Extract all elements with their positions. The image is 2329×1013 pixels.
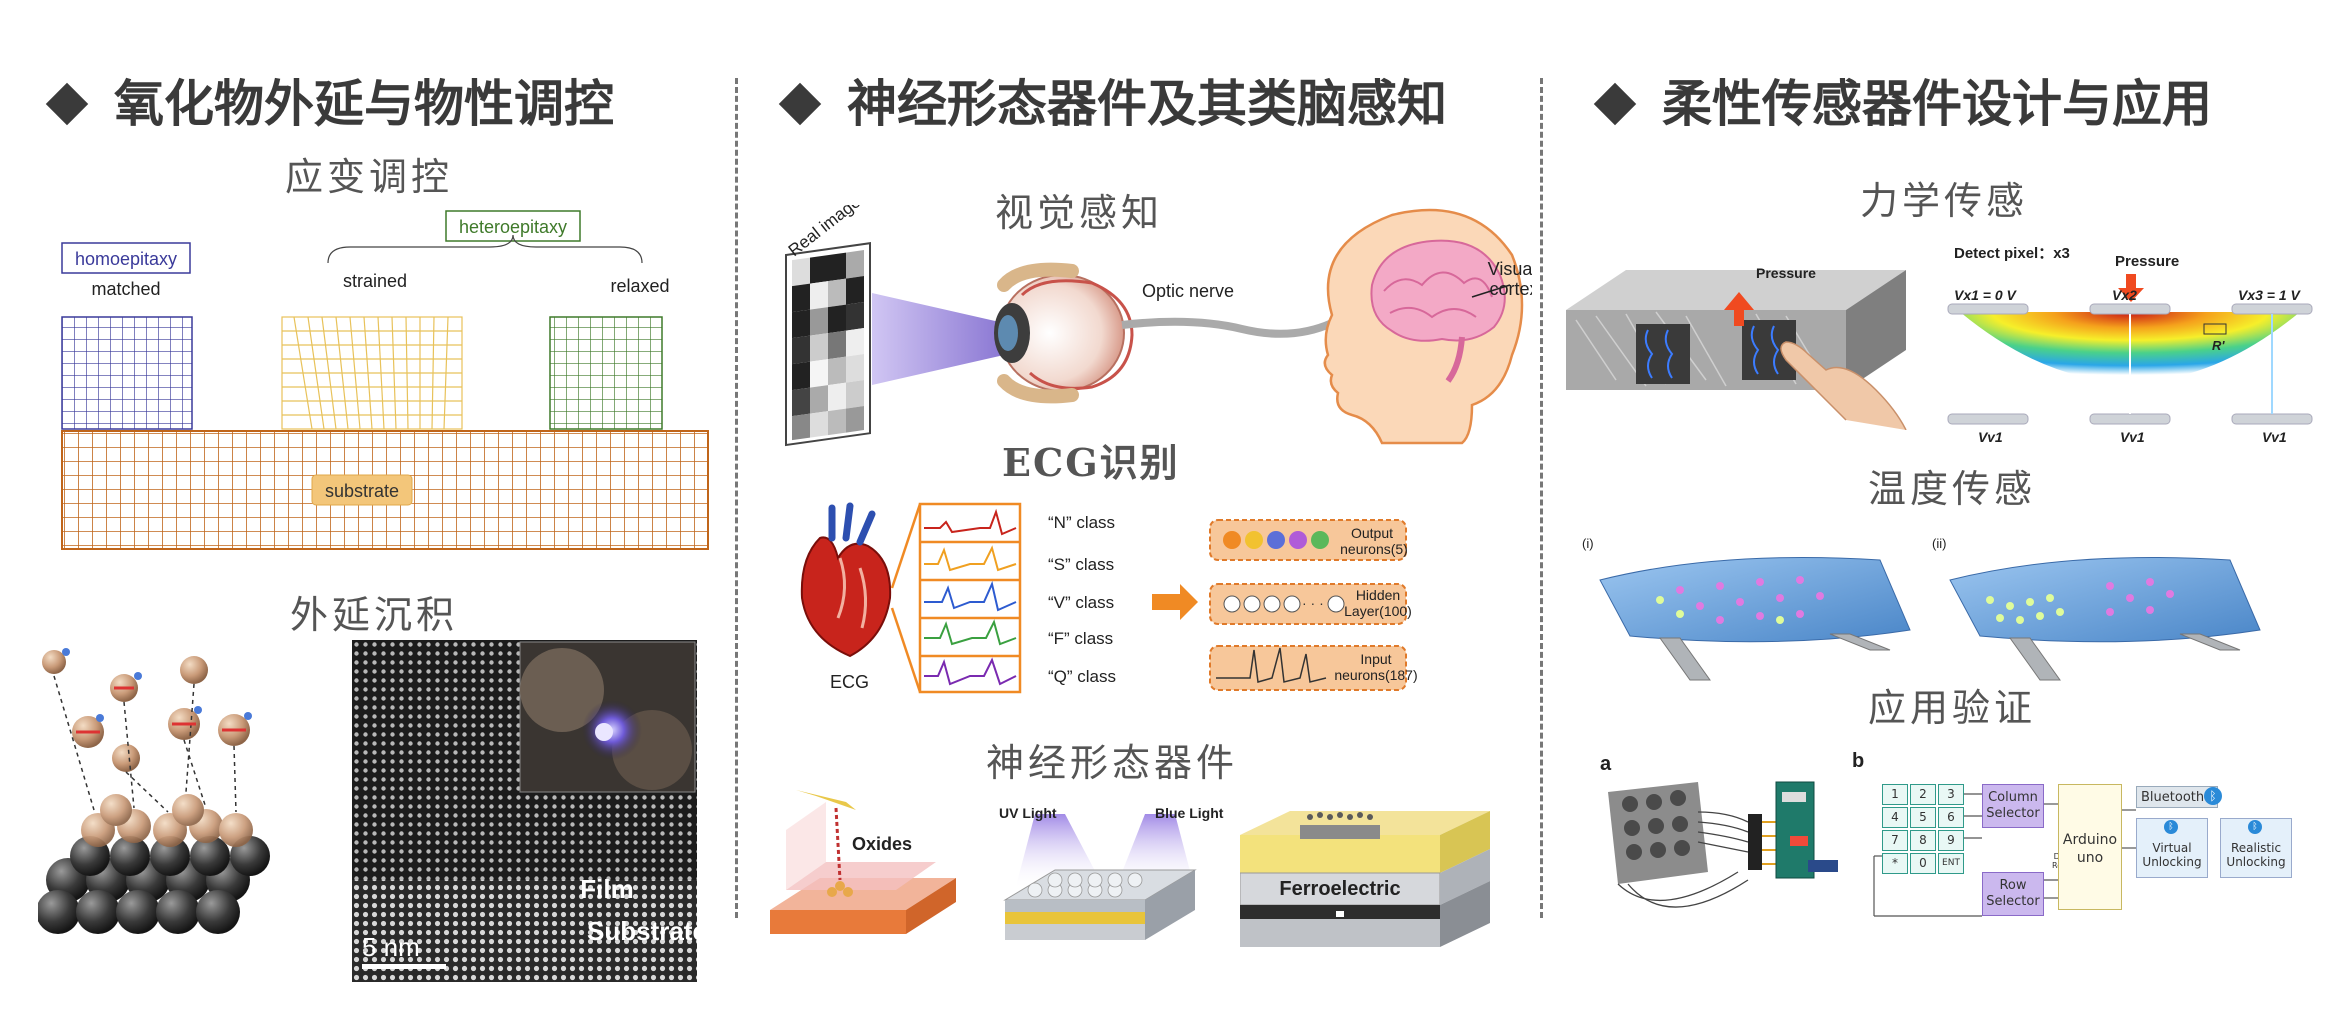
panel-ii-label: (ii): [1932, 536, 1946, 551]
strained-label: strained: [343, 271, 407, 291]
panel-a-label: a: [1600, 753, 1612, 775]
key-9: 9: [1938, 830, 1964, 851]
arduino-box: Arduino uno: [2058, 784, 2122, 910]
device-title: 神经形态器件: [986, 741, 1239, 785]
ecg-diagram: ECG “N” class “S” class “V” class “F” cl…: [800, 502, 1418, 694]
divider-left: [735, 78, 738, 918]
substrate-stem-label: Substrate: [587, 916, 697, 946]
deposition-title: 外延沉积: [290, 593, 459, 637]
vx2-label: Vx2: [2112, 287, 2137, 303]
key-star: *: [1882, 853, 1908, 874]
heading-left: 氧化物外延与物性调控: [45, 64, 614, 136]
strained-film: [281, 316, 463, 430]
vy1-label: Vy1: [2120, 429, 2145, 442]
output-label-1: Output: [1351, 525, 1393, 541]
diamond-bullet-icon: [1593, 82, 1637, 125]
bluetooth-box: Bluetooth: [2136, 786, 2218, 808]
vx1-label: Vx1 = 0 V: [1954, 287, 2018, 303]
diamond-bullet-icon: [778, 82, 822, 125]
key-ent: ENT: [1938, 853, 1964, 874]
temp-title: 温度传感: [1868, 467, 2037, 511]
temperature-sensor-array: (i) (ii): [1582, 536, 2261, 681]
heading-middle: 神经形态器件及其类脑感知: [778, 64, 1447, 136]
class-label: “Q” class: [1048, 667, 1116, 686]
key-4: 4: [1882, 807, 1908, 828]
input-label-2: neurons(187): [1334, 667, 1417, 683]
vx3-label: Vx3 = 1 V: [2238, 287, 2302, 303]
pressure-contour-diagram: Detect pixel：x3 Pressure R' Vx1 = 0 V Vx…: [1947, 245, 2313, 442]
blue-light-label: Blue Light: [1155, 805, 1224, 821]
film-label: Film: [580, 874, 633, 904]
heart-icon: [800, 502, 892, 658]
ecg-title: ECG识别: [1002, 440, 1180, 485]
key-6: 6: [1938, 807, 1964, 828]
oxides-label: Oxides: [852, 834, 912, 854]
substrate-label: substrate: [325, 481, 399, 501]
hidden-label-2: Layer(100): [1344, 603, 1412, 619]
matched-label: matched: [91, 279, 160, 299]
key-0: 0: [1910, 853, 1936, 874]
class-label: “S” class: [1048, 555, 1114, 574]
pressure-sensor-illustration: Pressure: [1566, 265, 1907, 430]
hidden-label-1: Hidden: [1356, 587, 1400, 603]
detect-pixel-label: Detect pixel：x3: [1954, 245, 2070, 262]
vision-title: 视觉感知: [995, 191, 1164, 235]
heading-right: 柔性传感器件设计与应用: [1593, 64, 2212, 136]
ferroelectric-label: Ferroelectric: [1279, 878, 1400, 900]
row-selector-box: Row Selector: [1982, 872, 2044, 916]
r-prime-label: R': [2212, 338, 2225, 353]
homoepitaxy-label: homoepitaxy: [75, 249, 177, 269]
key-8: 8: [1910, 830, 1936, 851]
epitaxy-diagram: homoepitaxy matched heteroepitaxy strain…: [61, 210, 709, 550]
bluetooth-icon: ᛒ: [2204, 787, 2222, 805]
scale-bar-label: 5 nm: [362, 932, 420, 962]
class-label: “V” class: [1048, 593, 1114, 612]
column-selector-box: Column Selector: [1982, 784, 2044, 828]
output-label-2: neurons(5): [1340, 541, 1408, 557]
vision-diagram: Real image Optic nerve Visual cortex: [785, 205, 1532, 447]
scale-bar: [362, 964, 446, 969]
class-label: “F” class: [1048, 629, 1113, 648]
bluetooth-icon: ᛒ: [2164, 820, 2178, 834]
key-5: 5: [1910, 807, 1936, 828]
divider-right: [1540, 78, 1543, 918]
svg-text:· · ·: · · ·: [1302, 595, 1324, 611]
panel-i-label: (i): [1582, 536, 1594, 551]
pressure-contour-label: Pressure: [2115, 253, 2179, 270]
ecg-label: ECG: [830, 672, 869, 692]
key-1: 1: [1882, 784, 1908, 805]
key-3: 3: [1938, 784, 1964, 805]
keypad-prototype-photo: a: [1600, 753, 1838, 908]
atom-deposition-illustration: [38, 648, 270, 934]
block-diagram: b 1 2 3 4 5 6 7 8 9 * 0 ENT Column Selec…: [1852, 750, 2324, 936]
oxide-device: Oxides: [770, 790, 956, 934]
diamond-bullet-icon: [45, 82, 89, 125]
key-7: 7: [1882, 830, 1908, 851]
heteroepitaxy-label: heteroepitaxy: [459, 217, 567, 237]
key-2: 2: [1910, 784, 1936, 805]
optic-nerve-label: Optic nerve: [1142, 281, 1234, 301]
uv-light-label: UV Light: [999, 805, 1057, 821]
pressure-label: Pressure: [1756, 265, 1816, 281]
input-label-1: Input: [1360, 651, 1391, 667]
vy1-label: Vy1: [2262, 429, 2287, 442]
mech-title: 力学传感: [1860, 179, 2029, 223]
relaxed-label: relaxed: [610, 276, 669, 296]
app-title: 应用验证: [1868, 686, 2037, 730]
strain-title: 应变调控: [285, 155, 454, 199]
visual-cortex-label-2: cortex: [1489, 279, 1532, 299]
class-label: “N” class: [1048, 513, 1115, 532]
ferroelectric-device: Ferroelectric: [1240, 811, 1490, 947]
visual-cortex-label-1: Visual: [1488, 259, 1532, 279]
bluetooth-icon: ᛒ: [2248, 820, 2262, 834]
panel-b-label: b: [1852, 750, 1865, 772]
keypad-grid: 1 2 3 4 5 6 7 8 9 * 0 ENT: [1882, 784, 1966, 874]
optoelectronic-device: UV Light Blue Light: [999, 805, 1224, 940]
vy1-label: Vy1: [1978, 429, 2003, 442]
stem-image: Film Substrate 5 nm: [352, 640, 697, 982]
